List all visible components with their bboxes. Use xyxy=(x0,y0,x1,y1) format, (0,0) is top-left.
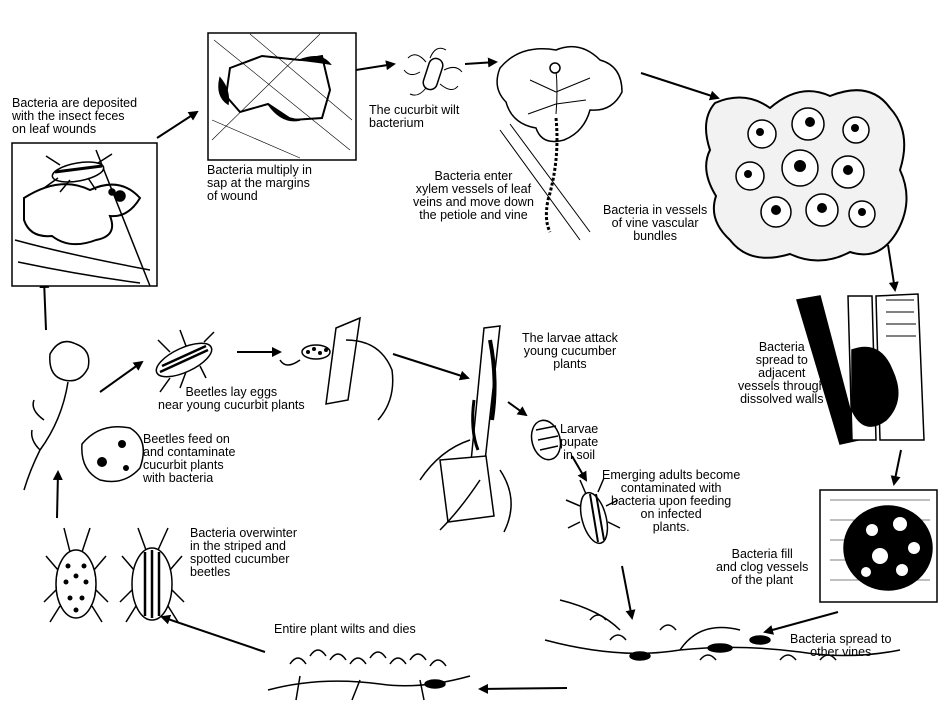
arrow-bacterium-to-leaf xyxy=(465,62,496,64)
bacterium-rod xyxy=(404,48,462,95)
wilted-plant xyxy=(268,650,470,700)
caption-wilts: Entire plant wilts and dies xyxy=(274,623,416,636)
caption-lay-eggs: Beetles lay eggs near young cucurbit pla… xyxy=(158,386,305,412)
caption-larvae-attack: The larvae attack young cucumber plants xyxy=(522,332,618,371)
caption-feed: Beetles feed on and contaminate cucurbit… xyxy=(143,433,235,485)
arrow-walls-to-clog xyxy=(894,450,901,484)
overwintering-beetles xyxy=(44,528,184,622)
larvae-on-root xyxy=(420,326,511,532)
wound-margin-panel xyxy=(208,33,356,160)
caption-pupate: Larvae pupate in soil xyxy=(560,423,598,462)
caption-fill: Bacteria fill and clog vessels of the pl… xyxy=(716,548,808,587)
caption-emerging: Emerging adults become contaminated with… xyxy=(602,469,740,534)
arrow-overwinter-to-seedling xyxy=(57,472,58,518)
caption-spread-vines: Bacteria spread to other vines xyxy=(790,633,891,659)
arrow-seedling-to-deposit xyxy=(44,280,46,330)
caption-overwinter: Bacteria overwinter in the striped and s… xyxy=(190,527,297,579)
caption-spread-adjacent: Bacteria spread to adjacent vessels thro… xyxy=(738,341,826,406)
caption-vessels: Bacteria in vessels of vine vascular bun… xyxy=(603,204,707,243)
arrow-adult-to-vines xyxy=(622,566,632,618)
arrow-vessels-to-walls xyxy=(888,245,895,290)
young-seedling xyxy=(24,342,143,490)
arrow-eggs-to-larvae xyxy=(393,354,468,378)
arrow-seedling-to-beetle xyxy=(100,362,142,392)
arrow-larvae-to-pupa xyxy=(508,402,526,415)
arrow-deposit-to-multiply xyxy=(157,112,197,138)
caption-enter: Bacteria enter xylem vessels of leaf vei… xyxy=(413,170,534,222)
egg-laying-beetle xyxy=(152,330,217,392)
caption-deposited: Bacteria are deposited with the insect f… xyxy=(12,97,137,136)
arrow-vines-to-wilt xyxy=(480,688,567,689)
leaf-wound-panel xyxy=(12,143,157,286)
clogged-vessels-panel xyxy=(820,490,937,602)
arrow-leaf-to-vessels xyxy=(641,73,718,98)
arrow-clog-to-vines xyxy=(765,612,838,632)
caption-multiply: Bacteria multiply in sap at the margins … xyxy=(207,164,312,203)
vascular-bundles xyxy=(706,90,907,260)
caption-bacterium: The cucurbit wilt bacterium xyxy=(369,104,459,130)
arrow-multiply-to-bacterium xyxy=(356,64,394,70)
